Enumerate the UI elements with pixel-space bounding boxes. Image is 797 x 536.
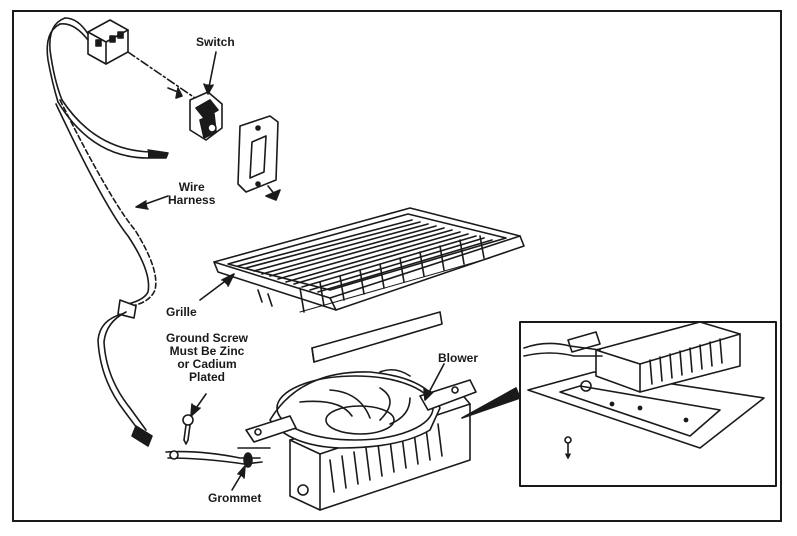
switch-body — [189, 91, 223, 141]
blower-drawing — [245, 368, 477, 511]
inset-detail — [523, 321, 765, 459]
switch-screw — [167, 87, 183, 99]
label-ground-screw: Ground Screw Must Be Zinc or Cadium Plat… — [166, 331, 249, 384]
label-grille: Grille — [166, 305, 197, 319]
grille-drawing — [213, 207, 525, 313]
switch-plate — [237, 115, 281, 201]
ground-screw — [182, 414, 194, 445]
label-switch: Switch — [196, 35, 235, 49]
label-blower: Blower — [438, 351, 479, 365]
label-wire-harness: Wire Harness — [168, 180, 216, 207]
filter-strip — [311, 311, 443, 363]
grommet — [243, 452, 253, 468]
wire-harness — [46, 17, 169, 447]
harness-connector — [59, 17, 129, 65]
label-grommet: Grommet — [208, 491, 262, 505]
